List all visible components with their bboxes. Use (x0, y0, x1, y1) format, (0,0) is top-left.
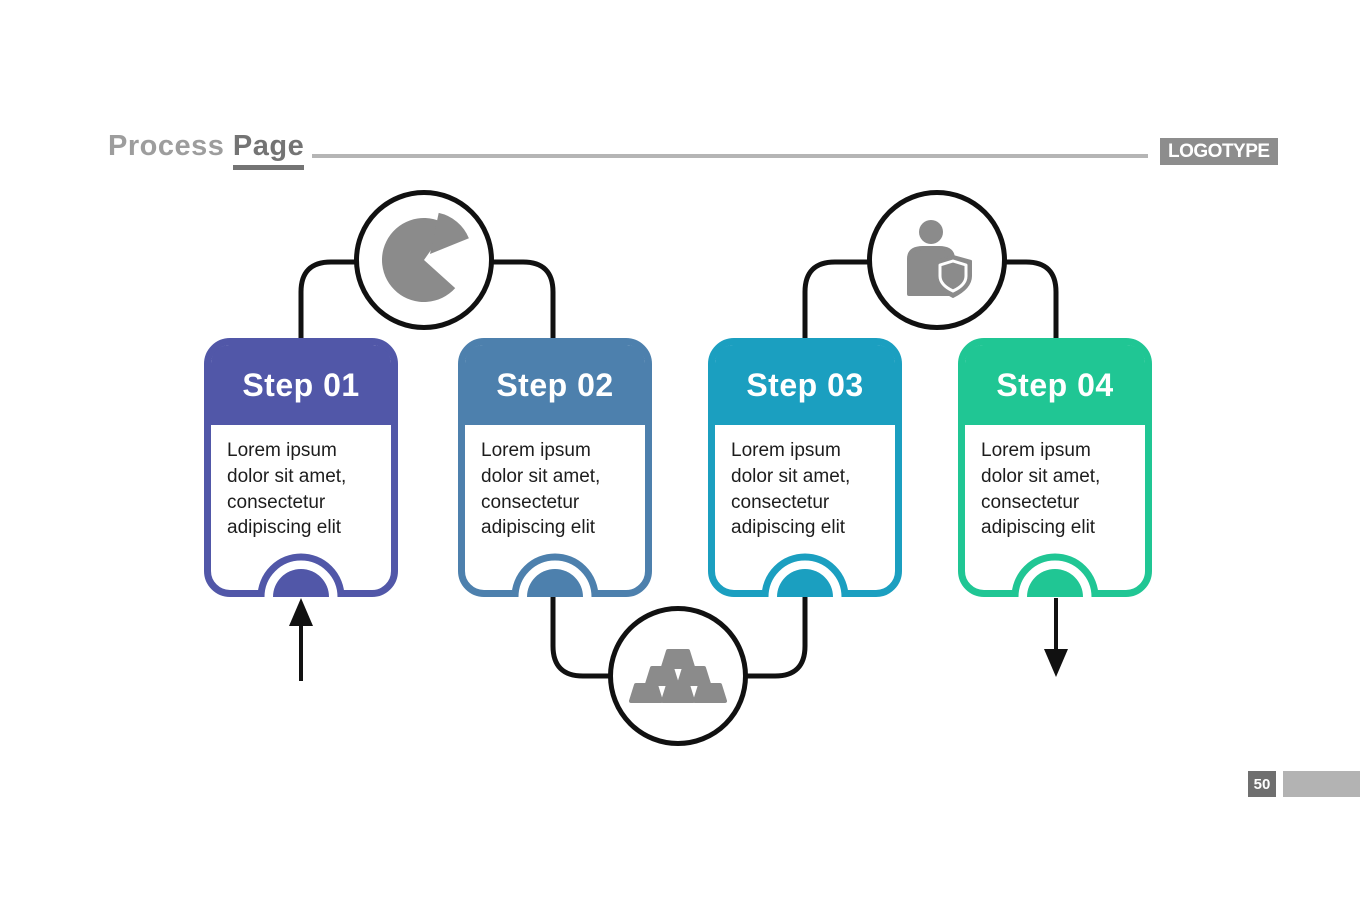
page-title: Process Page (108, 130, 305, 170)
step-card-4-header: Step 04 (965, 345, 1145, 425)
step-card-2-description: Lorem ipsum dolor sit amet, consectetur … (481, 440, 601, 539)
page-number-badge: 50 (1248, 771, 1276, 797)
step-card-2-label: Step 02 (496, 366, 614, 403)
step-card-3: Step 03 Lorem ipsum dolor sit amet, cons… (708, 338, 902, 597)
step-card-4-label: Step 04 (996, 366, 1114, 403)
pie-chart-icon (381, 212, 469, 302)
gold-bars-icon (629, 649, 727, 703)
gold-bars-circle (608, 606, 748, 746)
connector-step2-to-pie (452, 259, 556, 345)
step-card-4-description: Lorem ipsum dolor sit amet, consectetur … (981, 440, 1101, 539)
connector-step1-to-pie (298, 259, 400, 345)
dome-decoration (761, 553, 849, 597)
step-card-2: Step 02 Lorem ipsum dolor sit amet, cons… (458, 338, 652, 597)
connector-step3-to-gold (712, 592, 808, 679)
step-card-1-label: Step 01 (242, 366, 360, 403)
step-card-3-label: Step 03 (746, 366, 864, 403)
connector-step2-to-gold (550, 592, 648, 679)
page-title-light: Process (108, 130, 225, 162)
step-card-1-description: Lorem ipsum dolor sit amet, consectetur … (227, 440, 347, 539)
connector-step3-to-person (802, 259, 898, 345)
step-card-3-description: Lorem ipsum dolor sit amet, consectetur … (731, 440, 851, 539)
person-shield-icon (907, 220, 972, 298)
output-arrow-down (1044, 598, 1068, 677)
input-arrow-up (289, 598, 313, 681)
dome-decoration (257, 553, 345, 597)
step-card-2-header: Step 02 (465, 345, 645, 425)
pie-chart-circle (354, 190, 494, 330)
step-card-4: Step 04 Lorem ipsum dolor sit amet, cons… (958, 338, 1152, 597)
title-rule-line (312, 154, 1148, 158)
logotype-label: LOGOTYPE (1168, 140, 1270, 162)
page-title-dark: Page (232, 130, 305, 170)
logotype-badge: LOGOTYPE (1160, 138, 1278, 165)
dome-decoration (511, 553, 599, 597)
person-shield-circle (867, 190, 1007, 330)
page-number: 50 (1253, 775, 1271, 793)
step-card-3-header: Step 03 (715, 345, 895, 425)
dome-decoration (1011, 553, 1099, 597)
step-card-1: Step 01 Lorem ipsum dolor sit amet, cons… (204, 338, 398, 597)
footer-bar (1283, 771, 1360, 797)
step-card-1-header: Step 01 (211, 345, 391, 425)
connector-step4-to-person (978, 259, 1059, 345)
